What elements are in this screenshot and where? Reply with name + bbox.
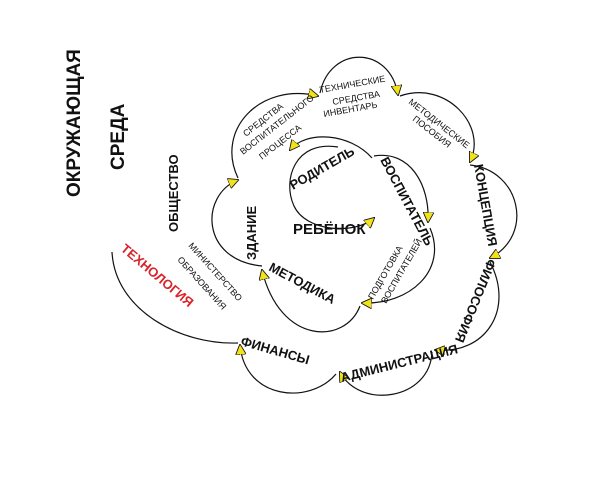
concept-loop — [469, 164, 518, 258]
building-loop — [211, 180, 263, 267]
building-label: ЗДАНИЕ — [244, 205, 259, 260]
method-loop — [262, 270, 361, 333]
technology-label: ТЕХНОЛОГИЯ — [118, 241, 196, 310]
administration-loop — [340, 351, 433, 396]
method-label: МЕТОДИКА — [267, 259, 339, 307]
concept-label: КОНЦЕПЦИЯ — [471, 163, 500, 247]
center-label: РЕБЁНОК — [293, 221, 366, 238]
training-loop — [362, 227, 436, 303]
parent-label: РОДИТЕЛЬ — [287, 144, 357, 193]
technology-loop — [111, 251, 239, 344]
society-label: ОБЩЕСТВО — [166, 154, 181, 232]
aids-loop — [399, 92, 474, 162]
parent-ring-arc — [290, 136, 373, 159]
outer-environment-line2: СРЕДА — [108, 103, 129, 170]
educator-loop — [373, 154, 428, 222]
educator-label: ВОСПИТАТЕЛЬ — [377, 154, 436, 248]
finance-label: ФИНАНСЫ — [239, 333, 311, 367]
technical-loop — [319, 56, 398, 95]
inner-ring-arc — [289, 145, 374, 230]
outer-environment-line1: ОКРУЖАЮЩАЯ — [64, 49, 85, 197]
tools-loop — [231, 94, 318, 179]
philosophy-label: ФИЛОСОФИЯ — [452, 257, 499, 345]
finance-loop — [240, 345, 337, 394]
administration-label: АДМИНИСТРАЦИЯ — [339, 341, 459, 385]
philosophy-loop — [435, 261, 500, 350]
